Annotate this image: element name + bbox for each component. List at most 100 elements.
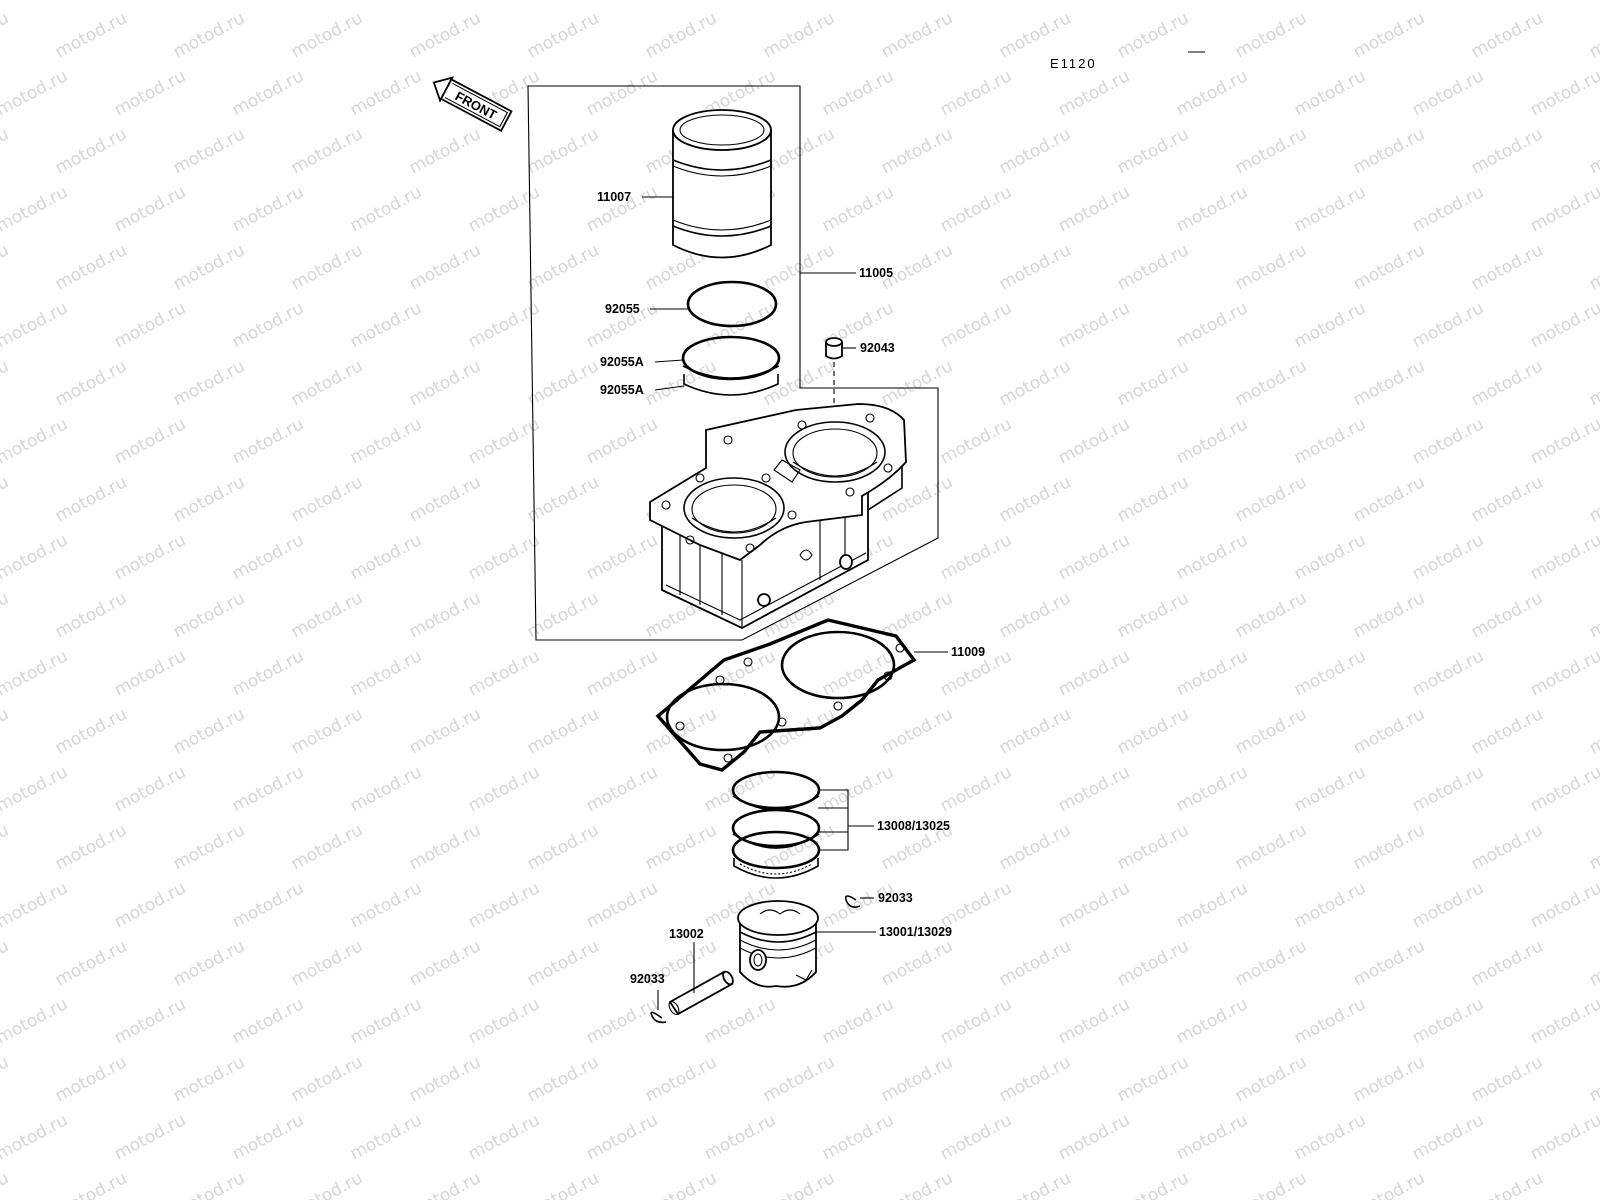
watermark-text: motod.ru: [1173, 0, 1251, 4]
watermark-text: motod.ru: [937, 1110, 1015, 1164]
watermark-text: motod.ru: [1114, 1168, 1192, 1200]
watermark-text: motod.ru: [524, 472, 602, 526]
label-92055a-2: 92055A: [600, 383, 644, 397]
watermark-text: motod.ru: [524, 1052, 602, 1106]
watermark-text: motod.ru: [1468, 472, 1546, 526]
watermark-text: motod.ru: [878, 124, 956, 178]
watermark-text: motod.ru: [406, 1168, 484, 1200]
watermark-text: motod.ru: [1173, 1110, 1251, 1164]
watermark-text: motod.ru: [465, 0, 543, 4]
label-92055a-1: 92055A: [600, 355, 644, 369]
watermark-text: motod.ru: [996, 124, 1074, 178]
watermark-text: motod.ru: [1232, 704, 1310, 758]
watermark-text: motod.ru: [465, 1110, 543, 1164]
watermark-text: motod.ru: [1232, 1052, 1310, 1106]
watermark-text: motod.ru: [1527, 414, 1600, 468]
watermark-text: motod.ru: [465, 994, 543, 1048]
watermark-text: motod.ru: [288, 240, 366, 294]
watermark-text: motod.ru: [0, 530, 71, 584]
watermark-text: motod.ru: [583, 66, 661, 120]
watermark-text: motod.ru: [760, 240, 838, 294]
watermark-text: motod.ru: [347, 994, 425, 1048]
watermark-text: motod.ru: [1409, 994, 1487, 1048]
watermark-text: motod.ru: [1291, 1110, 1369, 1164]
watermark-text: motod.ru: [0, 8, 12, 62]
watermark-text: motod.ru: [1350, 936, 1428, 990]
watermark-text: motod.ru: [1291, 646, 1369, 700]
watermark-text: motod.ru: [1527, 66, 1600, 120]
watermark-text: motod.ru: [1114, 1052, 1192, 1106]
watermark-text: motod.ru: [937, 414, 1015, 468]
watermark-text: motod.ru: [524, 820, 602, 874]
watermark-text: motod.ru: [1409, 182, 1487, 236]
watermark-text: motod.ru: [1468, 704, 1546, 758]
watermark-text: motod.ru: [996, 820, 1074, 874]
watermark-text: motod.ru: [1291, 298, 1369, 352]
watermark-text: motod.ru: [0, 124, 12, 178]
watermark-text: motod.ru: [1586, 472, 1600, 526]
watermark-text: motod.ru: [0, 356, 12, 410]
watermark-text: motod.ru: [1409, 762, 1487, 816]
watermark-text: motod.ru: [52, 356, 130, 410]
watermark-text: motod.ru: [465, 182, 543, 236]
watermark-text: motod.ru: [583, 878, 661, 932]
watermark-text: motod.ru: [1586, 240, 1600, 294]
watermark-text: motod.ru: [1350, 356, 1428, 410]
watermark-text: motod.ru: [524, 356, 602, 410]
leader-13008-bracket: [818, 789, 874, 851]
watermark-text: motod.ru: [52, 240, 130, 294]
watermark-text: motod.ru: [1350, 820, 1428, 874]
watermark-text: motod.ru: [1114, 588, 1192, 642]
watermark-text: motod.ru: [1173, 414, 1251, 468]
watermark-text: motod.ru: [1468, 820, 1546, 874]
watermark-text: motod.ru: [878, 8, 956, 62]
watermark-text: motod.ru: [1409, 298, 1487, 352]
watermark-text: motod.ru: [1114, 472, 1192, 526]
watermark-text: motod.ru: [111, 1110, 189, 1164]
watermark-text: motod.ru: [1350, 8, 1428, 62]
watermark-text: motod.ru: [1527, 994, 1600, 1048]
watermark-text: motod.ru: [1114, 820, 1192, 874]
watermark-text: motod.ru: [937, 182, 1015, 236]
watermark-text: motod.ru: [996, 936, 1074, 990]
leader-92055a-1: [654, 359, 684, 363]
watermark-text: motod.ru: [406, 124, 484, 178]
watermark-text: motod.ru: [111, 182, 189, 236]
watermark-text: motod.ru: [111, 878, 189, 932]
watermark-text: motod.ru: [111, 762, 189, 816]
watermark-text: motod.ru: [878, 472, 956, 526]
watermark-text: motod.ru: [111, 414, 189, 468]
watermark-text: motod.ru: [760, 356, 838, 410]
watermark-text: motod.ru: [1350, 240, 1428, 294]
label-92055: 92055: [605, 302, 640, 316]
watermark-text: motod.ru: [347, 878, 425, 932]
circlip-left: [650, 1011, 667, 1024]
piston: [737, 900, 819, 988]
watermark-text: motod.ru: [288, 472, 366, 526]
piston-rings: [731, 770, 821, 879]
watermark-text: motod.ru: [1055, 414, 1133, 468]
watermark-text: motod.ru: [878, 1168, 956, 1200]
watermark-text: motod.ru: [111, 994, 189, 1048]
watermark-text: motod.ru: [406, 588, 484, 642]
watermark-text: motod.ru: [1173, 182, 1251, 236]
watermark-text: motod.ru: [1291, 66, 1369, 120]
watermark-text: motod.ru: [0, 182, 71, 236]
watermark-text: motod.ru: [1350, 1052, 1428, 1106]
watermark-text: motod.ru: [524, 936, 602, 990]
watermark-text: motod.ru: [1468, 588, 1546, 642]
watermark-text: motod.ru: [1350, 588, 1428, 642]
watermark-text: motod.ru: [1291, 762, 1369, 816]
watermark-text: motod.ru: [52, 8, 130, 62]
watermark-text: motod.ru: [760, 8, 838, 62]
watermark-text: motod.ru: [1586, 936, 1600, 990]
watermark-text: motod.ru: [878, 356, 956, 410]
watermark-text: motod.ru: [878, 936, 956, 990]
o-ring-a: [681, 335, 781, 396]
watermark-text: motod.ru: [524, 704, 602, 758]
watermark-text: motod.ru: [0, 240, 12, 294]
watermark-text: motod.ru: [937, 530, 1015, 584]
label-13001-13029: 13001/13029: [879, 925, 952, 939]
watermark-text: motod.ru: [1173, 66, 1251, 120]
watermark-text: motod.ru: [1173, 298, 1251, 352]
